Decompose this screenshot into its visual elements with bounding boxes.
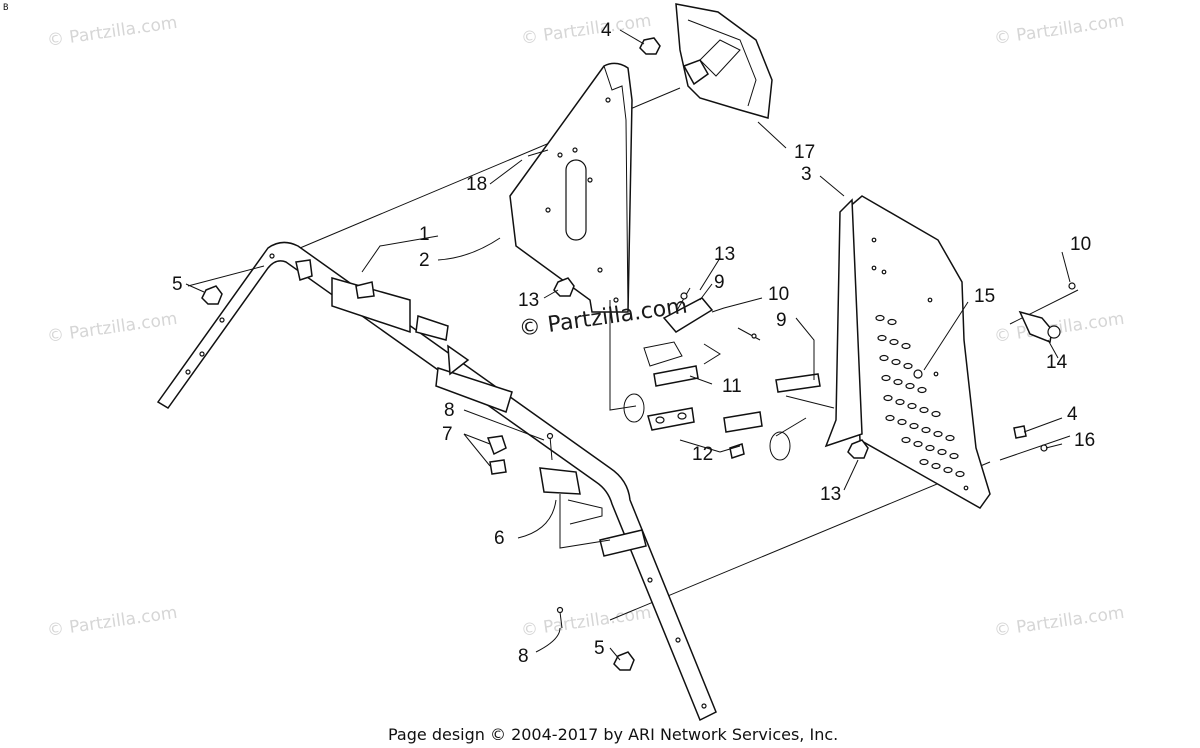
callout-12: 12 — [692, 444, 713, 465]
grommet-hole — [913, 369, 923, 379]
reference-lines — [559, 300, 835, 549]
callout-17: 17 — [794, 142, 815, 163]
callout-1: 1 — [419, 224, 430, 245]
callout-8: 8 — [444, 400, 455, 421]
leader-lines — [185, 29, 1071, 661]
watermark: © Partzilla.com — [993, 309, 1126, 347]
callout-14: 14 — [1046, 352, 1068, 373]
callout-8: 8 — [518, 646, 529, 667]
callout-4: 4 — [1067, 404, 1078, 425]
callout-9: 9 — [714, 272, 725, 293]
callouts: 1 2 3 4 4 5 5 6 7 8 8 9 9 10 10 11 12 13… — [172, 20, 1095, 667]
top-lamp-part — [675, 3, 773, 119]
callout-5: 5 — [594, 638, 605, 659]
watermark: © Partzilla.com — [520, 11, 653, 49]
left-side-panel-part — [509, 62, 633, 313]
right-perforated-panel-part — [824, 195, 991, 509]
callout-9: 9 — [776, 310, 787, 331]
callout-3: 3 — [801, 164, 812, 185]
callout-13: 13 — [820, 484, 841, 505]
callout-6: 6 — [494, 528, 505, 549]
callout-16: 16 — [1074, 430, 1095, 451]
tube-frame-part — [156, 241, 717, 722]
watermark: © Partzilla.com — [46, 309, 179, 347]
corner-mark: B — [3, 3, 8, 13]
hardware-parts — [201, 37, 1076, 671]
callout-10: 10 — [1070, 234, 1091, 255]
callout-2: 2 — [419, 250, 430, 271]
watermark: © Partzilla.com — [993, 11, 1126, 49]
callout-18: 18 — [466, 174, 487, 195]
callout-10: 10 — [768, 284, 789, 305]
callout-11: 11 — [722, 376, 742, 397]
watermark: © Partzilla.com — [520, 603, 653, 641]
callout-15: 15 — [974, 286, 995, 307]
watermark: © Partzilla.com — [993, 603, 1126, 641]
callout-13: 13 — [714, 244, 735, 265]
callout-5: 5 — [172, 274, 183, 295]
footer-copyright: Page design © 2004-2017 by ARI Network S… — [388, 725, 838, 744]
watermark: © Partzilla.com — [46, 603, 179, 641]
perforation-holes — [875, 314, 965, 478]
callout-4: 4 — [601, 20, 612, 41]
watermark: © Partzilla.com — [46, 13, 179, 51]
callout-7: 7 — [442, 424, 453, 445]
callout-13: 13 — [518, 290, 539, 311]
